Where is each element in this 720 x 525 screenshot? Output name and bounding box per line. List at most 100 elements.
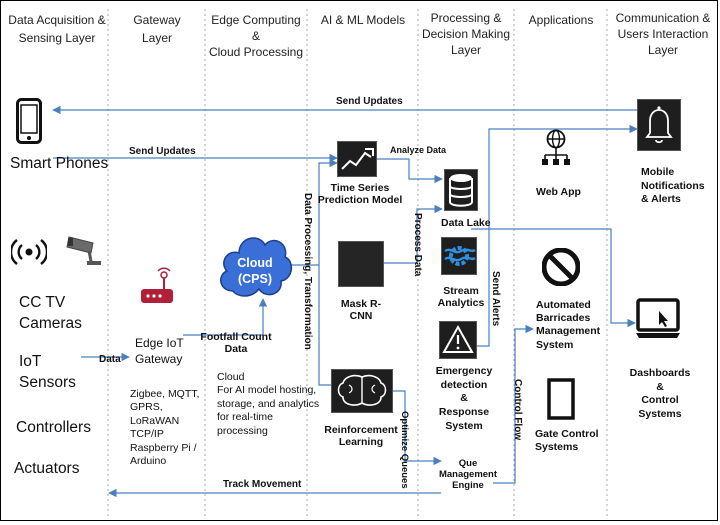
data-processing-label: Data Processing, Transformation (302, 193, 313, 350)
protocol-line: GPRS, (130, 401, 163, 414)
protocol-line: LoRaWAN (130, 414, 180, 427)
protocol-line: TCP/IP (130, 428, 164, 441)
data-lake-label: Data Lake (441, 217, 491, 229)
no-entry-icon (542, 248, 580, 286)
smartphone-icon (16, 98, 42, 144)
stream-analytics-icon (441, 237, 477, 275)
que-line: Que (458, 458, 478, 469)
emergency-line: Emergency (435, 365, 493, 377)
footfall-line2: Data (224, 343, 248, 356)
database-icon (444, 169, 478, 211)
emergency-line: System (445, 419, 483, 432)
layer-header-communication: Communication & (615, 11, 711, 25)
emergency-line: & (460, 392, 468, 405)
protocol-line: Arduino (130, 455, 167, 468)
layer-header-edge-3: Cloud Processing (208, 44, 304, 59)
layer-header-ai: AI & ML Models (320, 13, 406, 27)
web-app-label: Web App (536, 186, 581, 198)
barricades-line: Automated (536, 299, 591, 311)
trend-chart-icon (337, 141, 377, 177)
layer-header-applications: Applications (528, 13, 594, 27)
footfall-line1: Footfall Count (200, 331, 272, 343)
mobile-line: Mobile (641, 166, 675, 178)
dashboard-monitor-icon (636, 298, 680, 338)
rl-line1: Reinforcement (324, 424, 398, 436)
gate-line1: Gate Control (535, 428, 599, 440)
cctv-label: CC TV Cameras (19, 293, 82, 335)
flow-arrows (52, 105, 638, 498)
web-app-icon (542, 129, 570, 165)
stream-analytics-label: Stream Analytics (431, 285, 491, 309)
brain-icon (331, 369, 393, 413)
cloud-desc-line: storage, and analytics (217, 397, 320, 410)
protocol-line: Zigbee, MQTT, (130, 388, 200, 400)
layer-header-gateway-2: Layer (141, 30, 173, 45)
cloud-icon (220, 237, 293, 297)
protocol-line: Raspberry Pi / (130, 441, 197, 454)
actuators-label: Actuators (14, 460, 80, 477)
dashboards-line: Control (641, 394, 679, 407)
cctv-line1: CC TV (19, 294, 66, 311)
layer-header-processing: Processing & (430, 11, 502, 25)
que-line: Management (438, 468, 498, 480)
layer-header-edge-2: & (251, 28, 260, 43)
send-updates-top-label: Send Updates (336, 96, 403, 107)
tsp-line1: Time Series (330, 182, 390, 194)
send-updates-left-label: Send Updates (129, 146, 196, 157)
tsp-line2: Prediction Model (317, 194, 403, 207)
cloud-label-line2: (CPS) (237, 271, 273, 286)
que-label: Que Management Engine (433, 458, 503, 492)
layer-header-gateway: Gateway (133, 13, 181, 27)
barricades-line: System (536, 338, 574, 351)
control-flow-label: Control Flow (512, 379, 523, 441)
track-movement-label: Track Movement (223, 479, 302, 490)
emergency-line: Response (438, 405, 490, 418)
cloud-label: Cloud (CPS) (231, 256, 279, 287)
layer-header-processing-2: Decision Making (421, 26, 511, 41)
send-alerts-label: Send Alerts (490, 271, 501, 327)
cloud-desc-line: For AI model hosting, (217, 384, 317, 397)
layer-header-sensing-2: Sensing Layer (18, 30, 96, 45)
emergency-label: Emergency detection & Response System (425, 365, 503, 433)
router-icon (141, 267, 173, 303)
wireless-signal-icon (11, 239, 47, 265)
rl-line2: Learning (338, 436, 384, 449)
barricades-line: Management (536, 325, 601, 338)
iot-sensors-label: IoT Sensors (19, 352, 76, 394)
cctv-camera-icon (66, 236, 101, 265)
bell-icon (637, 99, 681, 151)
mask-line2: CNN (349, 310, 373, 323)
gate-icon (547, 378, 575, 420)
dashboards-label: Dashboards & Control Systems (621, 367, 699, 422)
smart-phones-label: Smart Phones (10, 155, 109, 172)
controllers-label: Controllers (16, 419, 91, 436)
footfall-label: Footfall Count Data (197, 331, 275, 355)
layer-header-communication-3: Layer (647, 42, 679, 57)
cloud-desc-line: for real-time (217, 411, 274, 424)
data-label: Data (99, 354, 121, 365)
mask-line1: Mask R- (340, 298, 382, 310)
stream-line1: Stream (443, 285, 479, 297)
optimize-queues-label: Optimize Queues (399, 411, 410, 489)
gateway-title: Edge IoT Gateway (135, 335, 184, 367)
mobile-notifications-label: Mobile Notifications & Alerts (641, 166, 705, 207)
cloud-desc-line: Cloud (217, 371, 245, 383)
dashboards-line: & (656, 380, 664, 393)
gateway-protocols: Zigbee, MQTT, GPRS, LoRaWAN TCP/IP Raspb… (130, 388, 199, 469)
tsp-label: Time Series Prediction Model (317, 182, 403, 206)
layer-header-communication-2: Users Interaction (617, 26, 709, 41)
gateway-title-line1: Edge IoT (135, 336, 184, 350)
dashboards-line: Dashboards (629, 367, 691, 379)
rl-label: Reinforcement Learning (319, 424, 403, 448)
iot-line1: IoT (19, 353, 42, 370)
layer-header-processing-3: Layer (450, 42, 482, 57)
barricades-label: Automated Barricades Management System (536, 299, 600, 352)
process-data-label: Process Data (412, 213, 423, 277)
cloud-desc-line: processing (217, 424, 268, 437)
gateway-title-line2: Gateway (135, 352, 183, 367)
dashboards-line: Systems (638, 407, 682, 420)
mobile-line: Notifications (641, 179, 705, 192)
analyze-data-label: Analyze Data (390, 145, 447, 155)
mobile-line: & Alerts (641, 193, 681, 206)
